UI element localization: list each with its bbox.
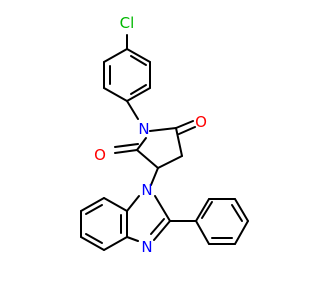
benzimidazole-n1-label: N: [141, 181, 152, 199]
carbonyl-oxygen-left-label: O: [94, 146, 106, 164]
carbonyl-oxygen-right-label: O: [195, 113, 207, 131]
molecule-structure: Cl N O O N N: [80, 14, 249, 256]
atom-labels: Cl N O O N N: [94, 14, 207, 256]
benzimidazole-n3-label: N: [141, 238, 152, 256]
bond-lines: [80, 34, 249, 251]
chlorine-atom-label: Cl: [120, 14, 135, 32]
imide-nitrogen-label: N: [138, 120, 149, 138]
